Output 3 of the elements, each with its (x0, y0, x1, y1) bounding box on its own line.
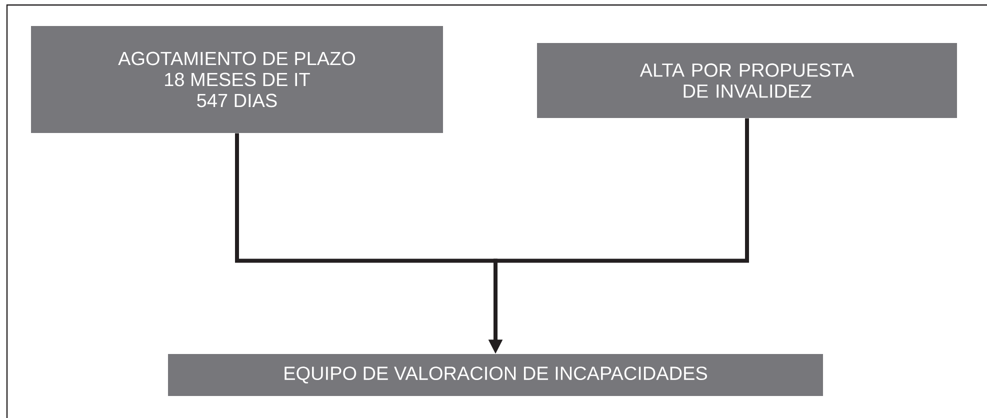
process-box: ALTA POR PROPUESTA DE INVALIDEZ (537, 43, 957, 118)
process-box: EQUIPO DE VALORACION DE INCAPACIDADES (168, 354, 823, 396)
process-box: AGOTAMIENTO DE PLAZO 18 MESES DE IT 547 DIAS (31, 26, 443, 133)
